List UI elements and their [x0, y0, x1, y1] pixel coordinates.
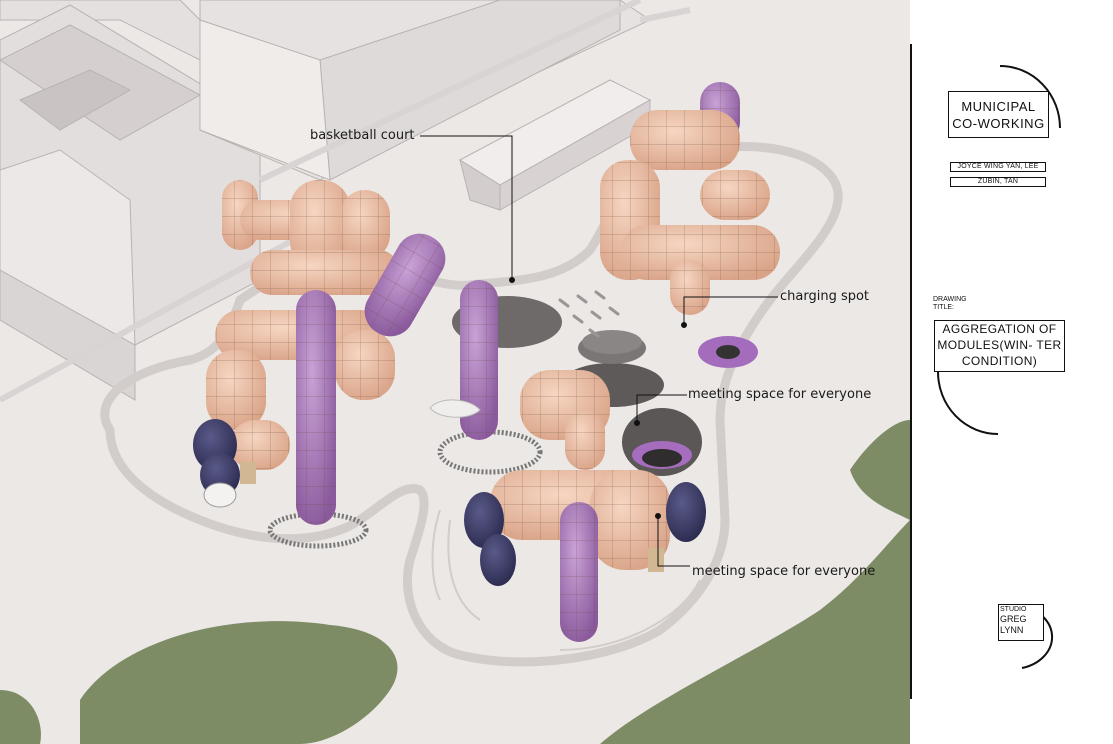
callout-leaders — [420, 135, 778, 567]
module-tower-center — [429, 280, 498, 440]
title-arc — [999, 65, 1061, 129]
meeting-space-label-lower: meeting space for everyone — [692, 564, 876, 579]
axonometric-drawing: basketball court charging spot meeting s… — [0, 0, 910, 744]
meeting-space-label-upper: meeting space for everyone — [688, 387, 872, 402]
module-cluster-bottom — [240, 370, 706, 642]
grass-areas — [0, 420, 910, 744]
title-block: MUNICIPAL CO-WORKING JOYCE WING YAN, LEE… — [910, 0, 1113, 744]
author-1: JOYCE WING YAN, LEE — [950, 162, 1046, 172]
module-cluster-left — [193, 180, 446, 525]
title-block-divider — [910, 44, 912, 699]
studio-label: STUDIO — [1000, 606, 1027, 613]
drawing-title-arc — [937, 371, 999, 435]
author-2: ZUBIN, TAN — [950, 177, 1046, 187]
studio-name: GREG LYNN — [1000, 614, 1027, 635]
module-cluster-top-right — [600, 82, 780, 315]
drawing-title-label: DRAWING TITLE: — [933, 296, 967, 311]
studio-box: STUDIO GREG LYNN — [998, 604, 1044, 641]
site-illustration — [0, 0, 910, 744]
drawing-title: AGGREGATION OF MODULES(WIN- TER CONDITIO… — [934, 320, 1065, 372]
basketball-court-label: basketball court — [310, 128, 415, 143]
charging-posts — [558, 290, 620, 338]
project-title: MUNICIPAL CO-WORKING — [948, 91, 1049, 138]
charging-spot-label: charging spot — [780, 289, 870, 304]
buildings — [0, 0, 652, 401]
